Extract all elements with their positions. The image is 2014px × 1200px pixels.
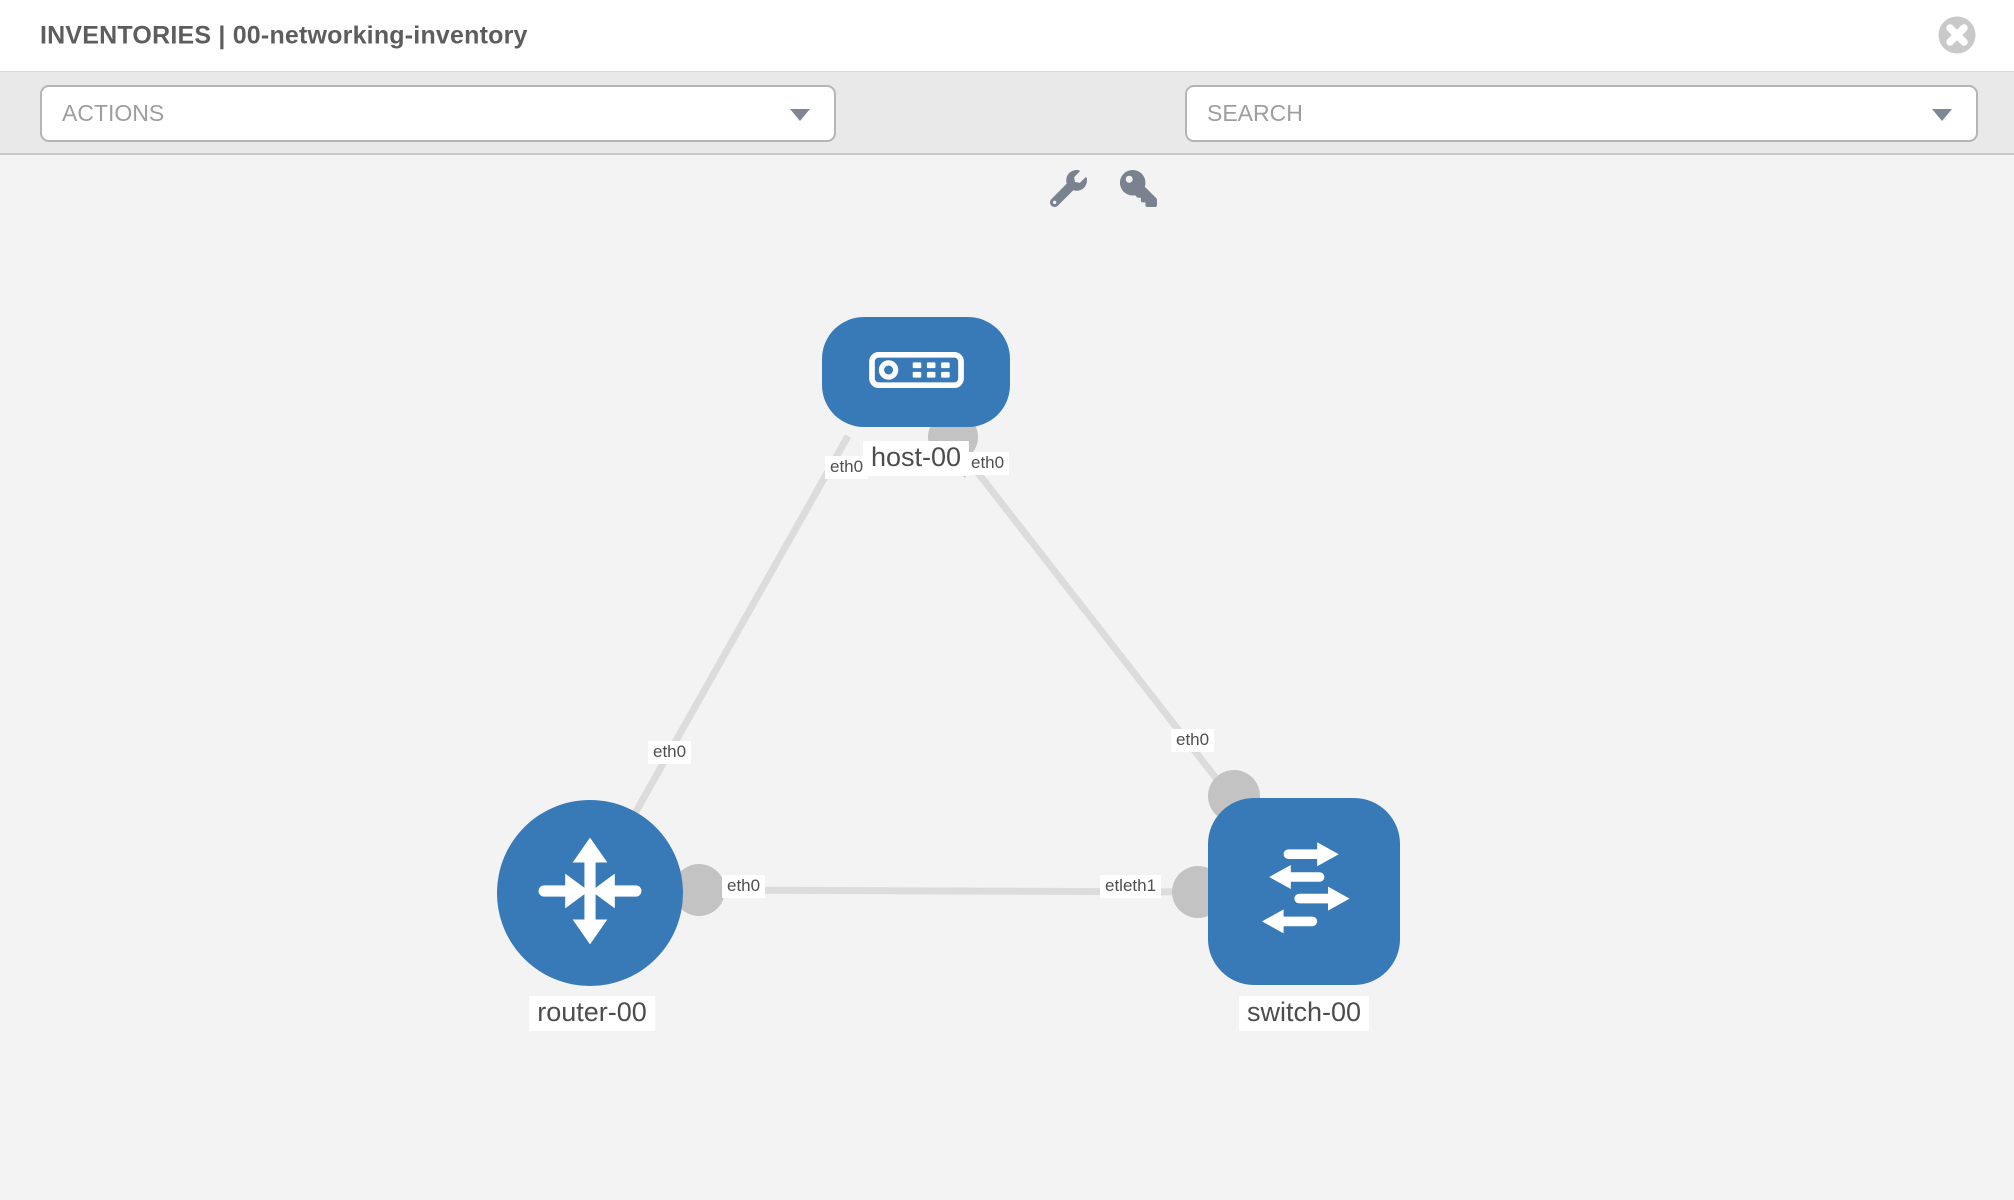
- host-icon: [868, 351, 964, 393]
- node-label-switch-00: switch-00: [1238, 996, 1370, 1031]
- node-router-00[interactable]: [497, 800, 683, 986]
- wrench-button[interactable]: [1046, 167, 1090, 209]
- search-dropdown[interactable]: SEARCH: [1185, 85, 1978, 142]
- actions-dropdown-label: ACTIONS: [62, 100, 165, 126]
- iface-label-host-switch-eth0: eth0: [966, 452, 1010, 475]
- chevron-down-icon: [790, 108, 810, 121]
- node-switch-00[interactable]: [1208, 798, 1400, 985]
- node-label-host-00: host-00: [862, 441, 970, 476]
- iface-label-switch-eth1: etleth1: [1100, 875, 1162, 898]
- iface-label-switch-eth0: eth0: [1171, 729, 1215, 752]
- chevron-down-icon: [1932, 108, 1952, 121]
- iface-label-router-eth0-diag: eth0: [648, 741, 692, 764]
- node-host-00[interactable]: [822, 317, 1010, 427]
- switch-icon: [1244, 829, 1364, 954]
- node-label-router-00: router-00: [529, 996, 655, 1031]
- iface-label-router-eth0: eth0: [722, 875, 766, 898]
- iface-label-host-router-eth0: eth0: [825, 456, 869, 479]
- header: INVENTORIES | 00-networking-inventory: [0, 0, 2014, 72]
- search-dropdown-label: SEARCH: [1207, 100, 1303, 126]
- key-button[interactable]: [1116, 167, 1160, 209]
- connector-router-eth0[interactable]: [673, 864, 725, 916]
- topology-canvas[interactable]: host-00 router-00 switch-00 eth0 eth0 et…: [0, 155, 2014, 1200]
- wrench-icon: [1046, 169, 1090, 207]
- topology-links-layer: [586, 412, 1307, 918]
- close-button[interactable]: [1938, 16, 1976, 54]
- close-circle-icon: [1938, 16, 1976, 57]
- router-icon: [528, 829, 652, 958]
- page-title: INVENTORIES | 00-networking-inventory: [40, 21, 528, 49]
- toolbar: ACTIONS SEARCH: [0, 72, 2014, 207]
- actions-dropdown[interactable]: ACTIONS: [40, 85, 836, 142]
- key-icon: [1116, 169, 1160, 207]
